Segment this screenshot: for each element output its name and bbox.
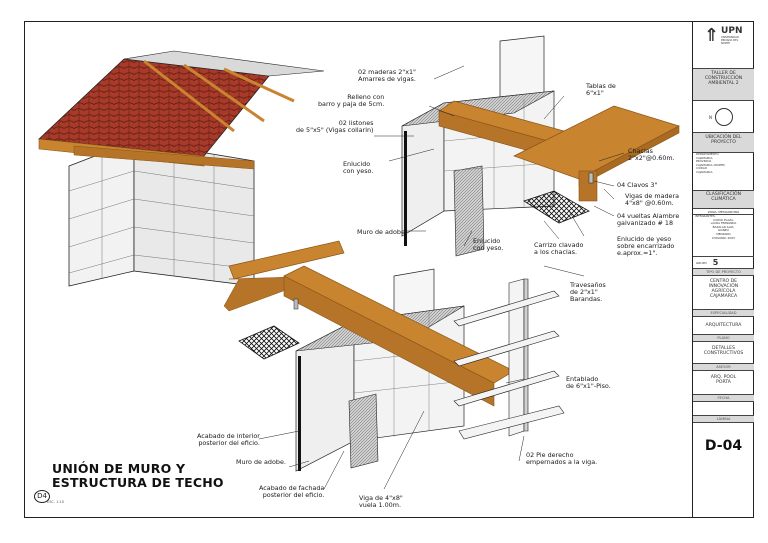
label-maderas: 02 maderas 2"x1" Amarres de vigas.: [358, 68, 416, 84]
upn-logo-icon: ⇑: [703, 25, 720, 46]
detail-number: D4: [34, 490, 50, 503]
members-header: INTEGRANTES:: [695, 215, 716, 218]
specialty-label: ESPECIALIDAD: [693, 310, 754, 317]
construction-detail-drawing: [38, 35, 680, 490]
logo-text: UPN: [721, 26, 743, 36]
members-list: CURSO PLAZA, LAURA FERNANDA BAZALAR ALVA…: [710, 217, 737, 240]
scale-note: ESC. 1:10: [47, 500, 64, 504]
label-tablas: Tablas de 6"x1": [586, 82, 616, 98]
location-text: DEPARTAMENTO CAJAMARCA PROVINCIA CAJAMAR…: [693, 153, 754, 191]
project-name: CENTRO DE INNOVACIÓN AGRÍCOLA CAJAMARCA: [693, 276, 754, 310]
bottom-beam-detail: [223, 240, 565, 472]
label-chaclas: Chaclas 2"x2"@0.60m.: [628, 147, 675, 163]
sheet-title-line-2: ESTRUCTURA DE TECHO: [52, 475, 224, 490]
sheet-code: D-04: [704, 438, 743, 454]
label-entablado: Entablado de 6"x1"-Piso.: [566, 375, 611, 391]
label-muro-adobe-1: Muro de adobe: [357, 228, 405, 236]
label-relleno: Relleno con barro y paja de 5cm.: [318, 93, 385, 109]
label-listones: 02 listones de 5"x5" (Vigas collarin): [296, 119, 374, 135]
label-vigas-madera: Vigas de madera 4"x8" @0.60m.: [625, 192, 680, 208]
members-cell: INTEGRANTES: CURSO PLAZA, LAURA FERNANDA…: [693, 215, 754, 257]
north-arrow-icon: [715, 108, 733, 126]
logo-subtext: UNIVERSIDAD PRIVADA DEL NORTE: [721, 36, 740, 45]
course-name: TALLER DE CONSTRUCCIÓN AMBIENTAL 2: [693, 69, 754, 101]
label-acabado-fachada: Acabado de fachada posterior del eficio.: [259, 484, 325, 500]
location-header: UBICACIÓN DEL PROYECTO: [693, 133, 754, 153]
label-viga: Viga de 4"x8" vuela 1.00m.: [359, 494, 403, 510]
climate-header: CLASIFICACIÓN CLIMÁTICA: [693, 191, 754, 209]
date-label: FECHA: [693, 395, 754, 402]
group-cell: GRUPO 5: [693, 257, 754, 269]
label-carrizo: Carrizo clavado a los chaclas.: [534, 241, 584, 257]
project-type-label: TIPO DE PROYECTO: [693, 269, 754, 276]
label-pie-derecho: 02 Pie derecho empernados a la viga.: [526, 451, 598, 467]
plan-label: PLANO: [693, 335, 754, 342]
label-enlucido-2: Enlucido con yeso.: [473, 237, 504, 253]
group-label: GRUPO: [696, 260, 707, 265]
specialty-value: ARQUITECTURA: [693, 317, 754, 335]
date-value: [693, 402, 754, 416]
sheet-title: UNIÓN DE MURO Y ESTRUCTURA DE TECHO: [52, 462, 224, 490]
north-label: N: [709, 115, 712, 120]
advisor-label: ASESOR: [693, 364, 754, 371]
group-value: 5: [712, 258, 719, 267]
logo-cell: ⇑ UPN UNIVERSIDAD PRIVADA DEL NORTE: [693, 21, 754, 69]
title-block: ⇑ UPN UNIVERSIDAD PRIVADA DEL NORTE TALL…: [692, 21, 754, 518]
label-vueltas-alambre: 04 vueltas Alambre galvanizado # 18: [617, 212, 680, 228]
sheet-title-line-1: UNIÓN DE MURO Y: [52, 461, 186, 476]
label-enlucido-yeso: Enlucido de yeso sobre encarrizado e.apr…: [617, 235, 675, 258]
label-acabado-interior: Acabado de interior posterior del eficio…: [197, 432, 260, 448]
label-clavos: 04 Clavos 3": [617, 181, 658, 189]
label-enlucido-1: Enlucido con yeso.: [343, 160, 374, 176]
roof-wall-isometric: [38, 50, 325, 287]
sheet-label: LÁMINA: [693, 416, 754, 423]
label-travesanos: Travesaños de 2"x1" Barandas.: [570, 281, 606, 304]
plan-value: DETALLES CONSTRUCTIVOS: [693, 342, 754, 364]
top-beam-detail: [401, 35, 680, 257]
advisor-value: ARQ. POOL PORTA: [693, 371, 754, 395]
climate-sub: ZONA: MESOANDINO: [693, 209, 754, 215]
label-muro-adobe-2: Muro de adobe.: [236, 458, 286, 466]
north-cell: N: [693, 101, 754, 133]
